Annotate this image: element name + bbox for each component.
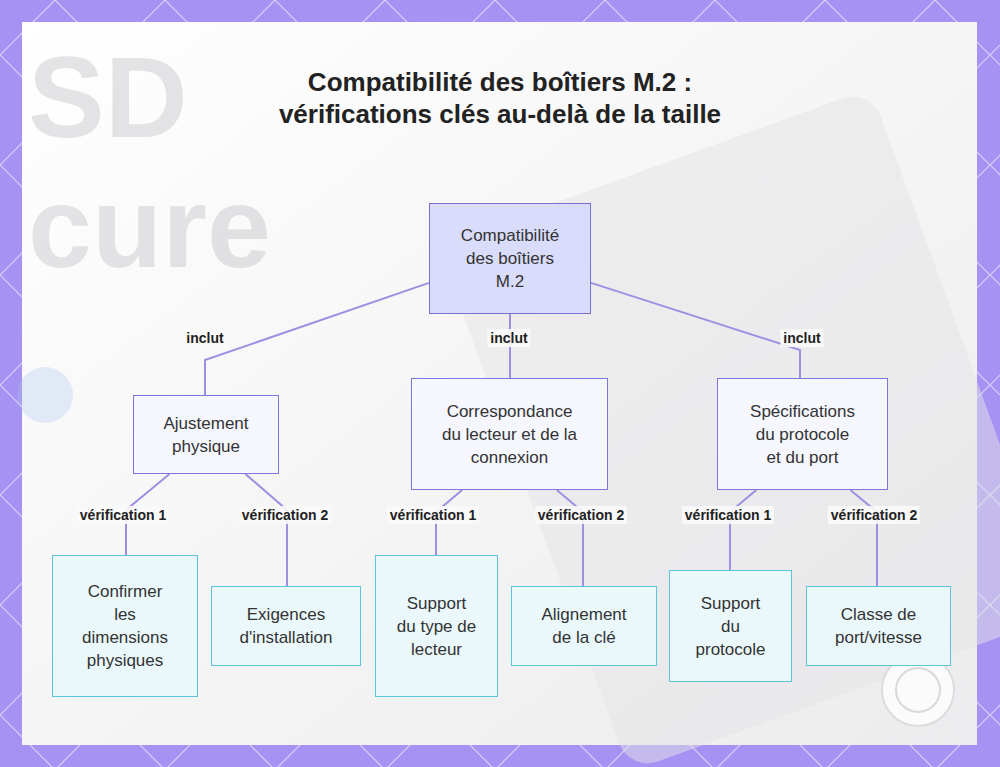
edge-label: vérification 1	[682, 506, 774, 524]
node-text: Exigences d'installation	[230, 603, 342, 649]
connector-line	[591, 283, 800, 378]
category-box: Correspondance du lecteur et de la conne…	[411, 378, 608, 490]
category-box: Spécifications du protocole et du port	[717, 378, 888, 490]
check-box: Support du protocole	[669, 570, 792, 682]
node-text: Support du type de lecteur	[396, 592, 478, 661]
check-box: Support du type de lecteur	[375, 555, 498, 697]
node-text: Spécifications du protocole et du port	[747, 400, 859, 469]
edge-label: inclut	[183, 329, 226, 347]
connector-line	[850, 490, 877, 586]
edge-label: vérification 2	[535, 506, 627, 524]
edge-label: inclut	[487, 329, 530, 347]
watermark-text: SD	[28, 40, 188, 155]
category-box: Ajustement physique	[133, 395, 279, 474]
edge-label: vérification 1	[77, 506, 169, 524]
edge-label: vérification 2	[239, 506, 331, 524]
node-text: Confirmer les dimensions physiques	[75, 580, 175, 672]
node-text: Support du protocole	[691, 592, 771, 661]
diagram-title: Compatibilité des boîtiers M.2 : vérific…	[265, 66, 735, 130]
edge-label: inclut	[780, 329, 823, 347]
check-box: Exigences d'installation	[211, 586, 361, 666]
edge-label: vérification 1	[387, 506, 479, 524]
connector-line	[205, 283, 429, 395]
node-text: Alignement de la clé	[534, 603, 634, 649]
node-text: Compatibilité des boîtiers M.2	[451, 224, 569, 293]
connector-line	[730, 490, 756, 570]
check-box: Confirmer les dimensions physiques	[52, 555, 198, 697]
check-box: Classe de port/vitesse	[806, 586, 951, 666]
logo-ring	[896, 668, 940, 712]
connector-line	[557, 490, 583, 586]
node-text: Classe de port/vitesse	[829, 603, 929, 649]
blurred-shape	[17, 367, 73, 423]
root-box: Compatibilité des boîtiers M.2	[429, 203, 591, 314]
watermark-text: cure	[28, 170, 271, 285]
connector-line	[245, 474, 287, 586]
edge-label: vérification 2	[828, 506, 920, 524]
node-text: Correspondance du lecteur et de la conne…	[436, 400, 584, 469]
node-text: Ajustement physique	[156, 412, 256, 458]
check-box: Alignement de la clé	[511, 586, 657, 666]
